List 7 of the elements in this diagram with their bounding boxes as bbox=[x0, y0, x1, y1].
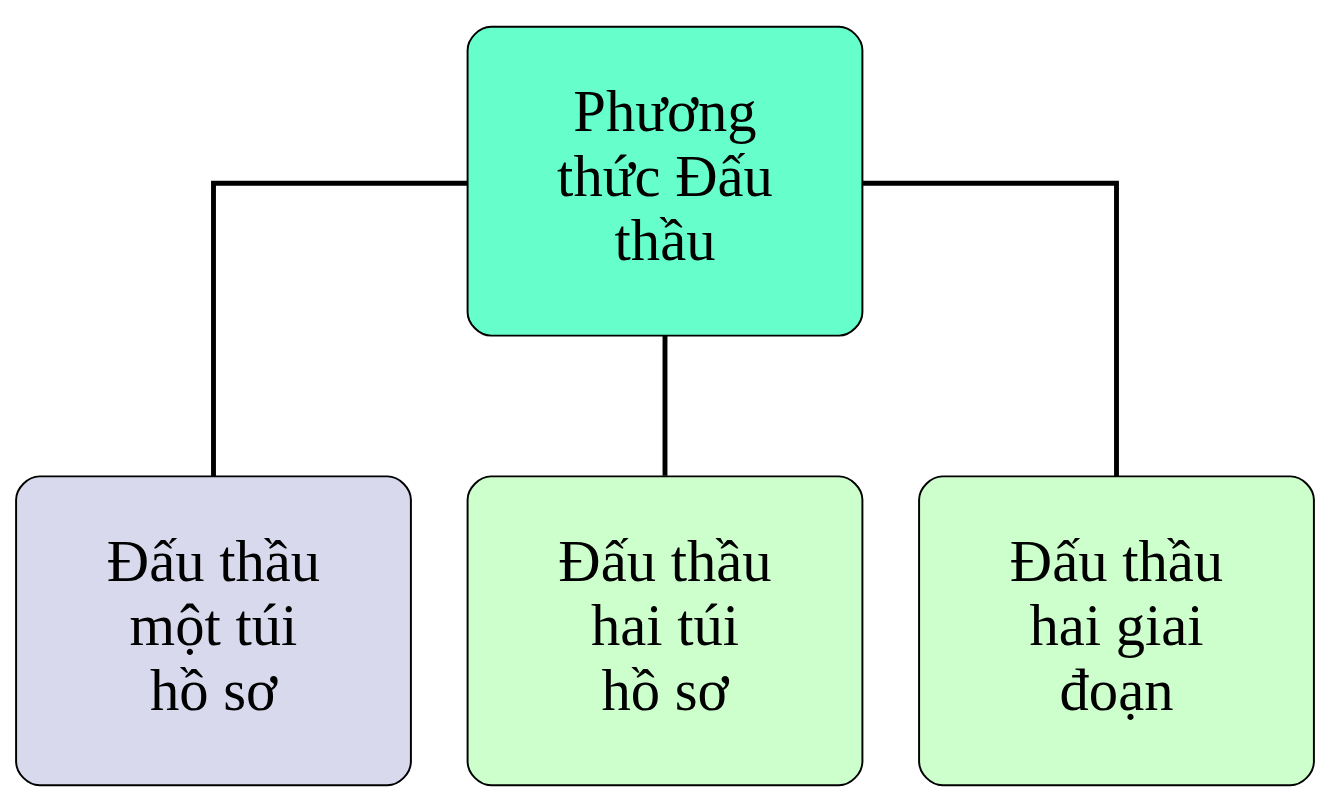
connector bbox=[211, 180, 467, 476]
connector bbox=[662, 335, 668, 476]
node-box: Đấu thầu một túi hồ sơ bbox=[15, 474, 412, 786]
connector bbox=[863, 180, 1119, 476]
node-box: Phương thức Đấu thầu bbox=[466, 25, 864, 337]
node-box: Đấu thầu hai túi hồ sơ bbox=[466, 474, 864, 786]
node-box: Đấu thầu hai giai đoạn bbox=[918, 474, 1315, 786]
